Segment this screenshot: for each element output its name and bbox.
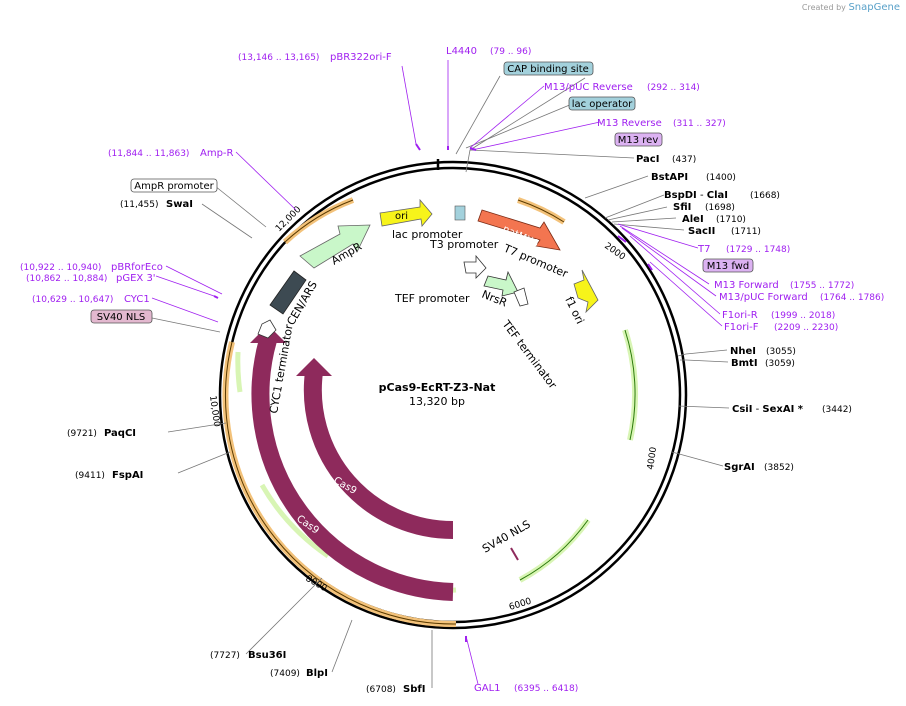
primer-m13-reverse: M13 Reverse(311 .. 327)	[597, 118, 726, 129]
orange-track-left-line	[225, 341, 457, 625]
primer-f1ori-r: F1ori-R(1999 .. 2018)	[722, 310, 835, 321]
primer-l4440: L4440(79 .. 96)	[446, 46, 531, 57]
orange-track-right	[517, 197, 566, 225]
tef-promoter-label: TEF promoter	[394, 292, 470, 305]
primer-m13-puc-reverse: M13/pUC Reverse(292 .. 314)	[544, 82, 700, 93]
green-track-right-line	[624, 329, 636, 441]
tef-promoter-arrow	[463, 254, 487, 279]
sv40-nls-inner-label: SV40 NLS	[480, 518, 533, 556]
primer-leaders	[151, 60, 723, 685]
m13-fwd-box: M13 fwd	[702, 258, 754, 273]
site-bspdi-clai: BspDI - ClaI(1668)	[664, 190, 780, 201]
ori-arrow	[379, 198, 433, 227]
cap-binding-site-label: CAP binding site	[507, 64, 589, 75]
leader-lines	[151, 75, 730, 688]
credit-brand: SnapGene	[848, 2, 900, 13]
sv40-nls-box: SV40 NLS	[90, 309, 153, 324]
primer-amp-r: (11,844 .. 11,863)Amp-R	[108, 148, 234, 159]
ampr-arrow	[299, 224, 371, 269]
cas9-inner-arc	[303, 370, 454, 540]
credit-prefix: Created by	[801, 3, 846, 12]
lac-promoter-block	[454, 205, 466, 221]
m13-rev-label: M13 rev	[618, 135, 659, 146]
sv40-nls-box-label: SV40 NLS	[97, 312, 146, 323]
site-sbfi: (6708)SbfI	[366, 684, 425, 695]
site-bstapi: BstAPI(1400)	[651, 172, 736, 183]
primer-m13-forward: M13 Forward(1755 .. 1772)	[714, 280, 854, 291]
primer-marks	[213, 143, 653, 642]
primer-pbr322ori-f: (13,146 .. 13,165)pBR322ori-F	[238, 52, 392, 63]
site-bmti: BmtI(3059)	[731, 358, 795, 369]
tick-4000: 4000	[646, 446, 659, 470]
site-bsu36i: (7727)Bsu36I	[210, 650, 286, 661]
green-track-lower-line	[519, 519, 589, 581]
primer-pbrforeco: (10,922 .. 10,940)pBRforEco	[20, 262, 163, 273]
primer-m13-puc-forward: M13/pUC Forward(1764 .. 1786)	[719, 292, 884, 303]
site-paci: PacI(437)	[636, 154, 696, 165]
nrsr-arrow	[483, 270, 519, 297]
primer-f1ori-f: F1ori-F(2209 .. 2230)	[724, 322, 838, 333]
tick-10000: 10,000	[207, 395, 221, 428]
backbone-outer-ring	[218, 160, 688, 630]
m13-rev-box: M13 rev	[614, 132, 663, 147]
green-track-left-2	[259, 483, 330, 559]
sv40-nls-mark	[510, 547, 519, 561]
lac-operator-box: lac operator	[568, 96, 636, 111]
green-track-left-1	[235, 351, 243, 393]
cen-ars-block	[269, 270, 307, 315]
orange-track-top-line	[284, 199, 354, 243]
primer-cyc1: (10,629 .. 10,647)CYC1	[32, 294, 150, 305]
site-fspai: (9411)FspAI	[75, 470, 143, 481]
site-sacii: SacII(1711)	[688, 226, 761, 237]
site-nhei: NheI(3055)	[730, 346, 796, 357]
m13-fwd-label: M13 fwd	[707, 261, 749, 272]
tef-terminator-label: TEF terminator	[499, 317, 560, 391]
cas9-outer-arc	[251, 337, 454, 601]
site-blpi: (7409)BlpI	[270, 668, 328, 679]
site-sfii: SfiI(1698)	[673, 202, 735, 213]
snapgene-credit: Created by SnapGene	[802, 2, 900, 13]
cap-binding-site-box: CAP binding site	[503, 61, 594, 76]
plasmid-name: pCas9-EcRT-Z3-Nat	[379, 381, 496, 394]
natmx6-arrow	[477, 209, 561, 251]
primer-pgex-3: (10,862 .. 10,884)pGEX 3'	[26, 273, 156, 284]
site-swai: (11,455)SwaI	[120, 199, 193, 210]
site-alei: AleI(1710)	[682, 214, 746, 225]
lac-operator-label: lac operator	[572, 99, 633, 110]
cyc1-terminator-block	[257, 319, 277, 339]
primer-labels: (13,146 .. 13,165)pBR322ori-F L4440(79 .…	[20, 46, 884, 694]
orange-track-right-line	[517, 199, 565, 223]
ampr-promoter-label: AmpR promoter	[134, 181, 214, 192]
tick-6000: 6000	[508, 597, 533, 613]
t3-promoter-label: T3 promoter	[429, 238, 499, 251]
site-csii-sexai: CsiI - SexAI *(3442)	[732, 404, 852, 415]
plasmid-size: 13,320 bp	[409, 395, 465, 408]
primer-t7: T7(1729 .. 1748)	[697, 244, 790, 255]
primer-gal1: GAL1(6395 .. 6418)	[474, 683, 578, 694]
f1-ori-arrow	[573, 269, 599, 314]
site-paqci: (9721)PaqCI	[67, 428, 136, 439]
site-sgrai: SgrAI(3852)	[724, 462, 794, 473]
ampr-promoter-box: AmpR promoter	[130, 178, 218, 193]
cas9-inner-arrowhead	[296, 358, 332, 376]
tef-terminator-block	[513, 287, 529, 307]
ori-label: ori	[395, 211, 408, 222]
lac-promoter-label: lac promoter	[392, 228, 463, 241]
